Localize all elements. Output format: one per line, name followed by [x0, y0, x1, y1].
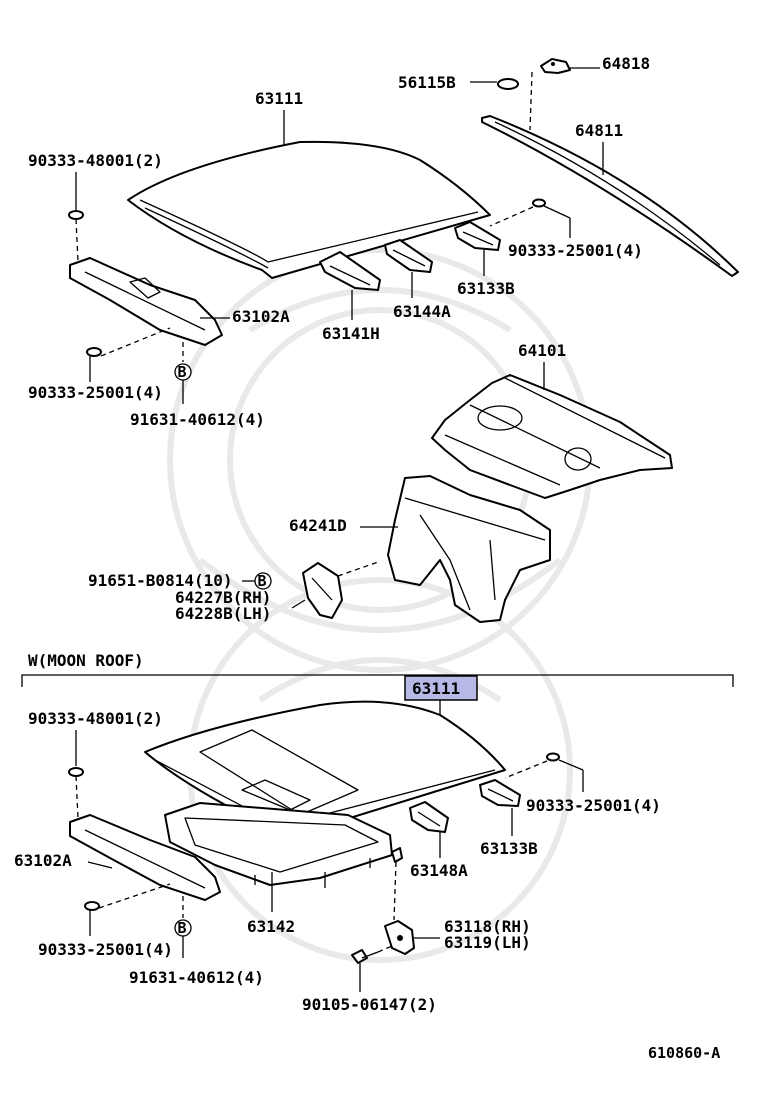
part-63148A-reinforcement[interactable]: [409, 801, 449, 833]
svg-text:B: B: [178, 919, 187, 937]
label-90333-48001-a: 90333-48001(2): [28, 151, 163, 170]
part-56115B-grommet[interactable]: [497, 78, 519, 90]
part-90333-25001-clip-tr[interactable]: [532, 198, 546, 208]
part-64227B-bracket[interactable]: [302, 562, 343, 619]
part-90333-25001-clip-br[interactable]: [546, 752, 560, 762]
highlight-63111[interactable]: 63111: [404, 675, 478, 701]
part-90333-25001-clip-ml[interactable]: [86, 347, 102, 357]
part-63144A-reinforcement[interactable]: [384, 239, 433, 273]
section-title-moon-roof: W(MOON ROOF): [28, 651, 144, 670]
part-63141H-reinforcement[interactable]: [319, 251, 381, 291]
label-56115B: 56115B: [398, 73, 456, 92]
marker-b-2: B: [254, 572, 272, 590]
label-91631-40612-b: 91631-40612(4): [129, 968, 264, 987]
label-63141H: 63141H: [322, 324, 380, 343]
part-63118-bracket[interactable]: [384, 920, 415, 955]
label-63119: 63119(LH): [444, 933, 531, 952]
part-63102A-header-panel-a[interactable]: [69, 257, 223, 346]
label-64101: 64101: [518, 341, 566, 360]
label-63118: 63118(RH): [444, 917, 531, 936]
label-91651-B0814: 91651-B0814(10): [88, 571, 233, 590]
label-63133B-a: 63133B: [457, 279, 515, 298]
part-63133B-rail-a[interactable]: [454, 221, 501, 251]
label-90333-25001-br: 90333-25001(4): [526, 796, 661, 815]
label-64227B: 64227B(RH): [175, 588, 271, 607]
label-63111-top: 63111: [255, 89, 303, 108]
part-90333-48001-clip-b[interactable]: [68, 767, 84, 777]
part-housing-bolt[interactable]: [391, 847, 403, 863]
label-63144A: 63144A: [393, 302, 451, 321]
label-90333-25001-tr: 90333-25001(4): [508, 241, 643, 260]
part-63133B-rail-b[interactable]: [479, 779, 521, 807]
svg-text:B: B: [178, 363, 187, 381]
part-64818-clip[interactable]: [540, 58, 571, 74]
label-90105-06147: 90105-06147(2): [302, 995, 437, 1014]
watermark-emblem: [167, 247, 593, 963]
label-91631-40612-a: 91631-40612(4): [130, 410, 265, 429]
label-63133B-b: 63133B: [480, 839, 538, 858]
label-64228B: 64228B(LH): [175, 604, 271, 623]
part-63102A-header-panel-b[interactable]: [69, 814, 221, 901]
svg-text:B: B: [258, 572, 267, 590]
label-63142: 63142: [247, 917, 295, 936]
label-90333-48001-b: 90333-48001(2): [28, 709, 163, 728]
part-90333-48001-clip-a[interactable]: [68, 210, 84, 220]
marker-b-1: B: [174, 363, 192, 381]
label-90333-25001-bl: 90333-25001(4): [38, 940, 173, 959]
marker-b-3: B: [174, 919, 192, 937]
part-63142-housing[interactable]: [164, 802, 393, 888]
label-64241D: 64241D: [289, 516, 347, 535]
label-63148A: 63148A: [410, 861, 468, 880]
part-64811-back-glass[interactable]: [481, 115, 739, 277]
part-90105-06147-screw[interactable]: [351, 949, 379, 964]
part-64241D-lower-back-panel[interactable]: [387, 475, 551, 623]
part-64101-rear-panel[interactable]: [431, 374, 673, 499]
label-90333-25001-ml: 90333-25001(4): [28, 383, 163, 402]
diagram-id: 610860-A: [648, 1044, 720, 1062]
label-63102A-b: 63102A: [14, 851, 72, 870]
section-bracket: [21, 674, 734, 687]
label-64818: 64818: [602, 54, 650, 73]
label-64811: 64811: [575, 121, 623, 140]
part-90333-25001-clip-bl[interactable]: [84, 901, 100, 911]
label-63111-highlighted: 63111: [412, 679, 460, 698]
label-63102A-a: 63102A: [232, 307, 290, 326]
part-63111-roof-panel[interactable]: [127, 140, 491, 279]
